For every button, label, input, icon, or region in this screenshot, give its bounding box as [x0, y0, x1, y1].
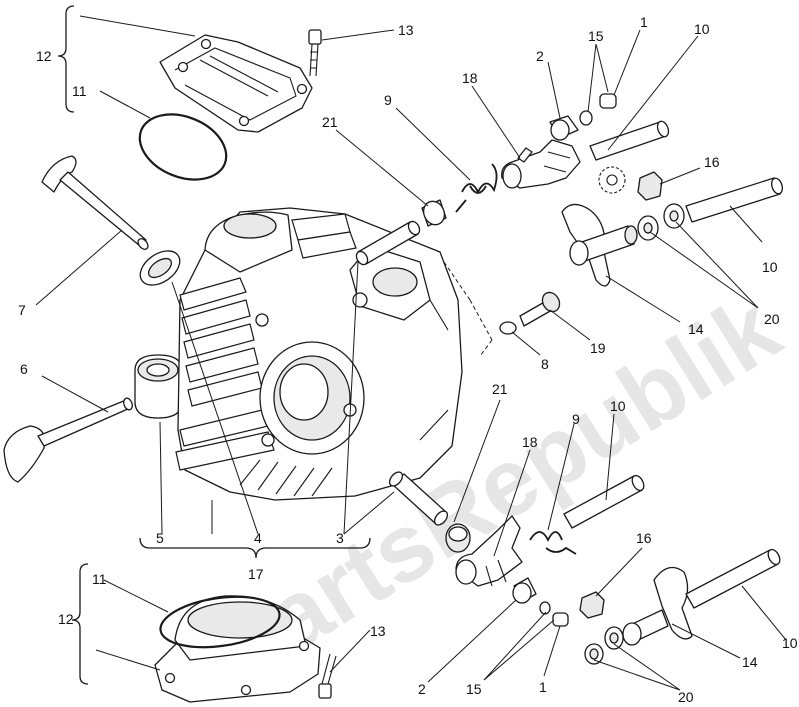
callout-10-b: 10: [762, 259, 778, 275]
clip-lower[interactable]: [539, 601, 551, 615]
callout-2-bot: 2: [418, 681, 426, 697]
valve-upper[interactable]: [41, 155, 150, 251]
callout-12-bot: 12: [58, 611, 74, 627]
rocker-arm-lower-2[interactable]: [622, 566, 693, 646]
callout-20-bot: 20: [678, 689, 694, 705]
leader-lines: [35, 15, 787, 691]
valve-lower[interactable]: [3, 397, 134, 483]
rocker-shaft-upper-2[interactable]: [685, 177, 784, 223]
callout-9-top: 9: [384, 92, 392, 108]
brace-12-top: [57, 5, 75, 113]
guide-tube-upper[interactable]: [354, 219, 422, 266]
callout-11-top: 11: [72, 83, 87, 99]
screw[interactable]: [519, 289, 563, 327]
callout-10-c: 10: [610, 398, 626, 414]
callout-16-top: 16: [704, 154, 720, 170]
callout-13-bot: 13: [370, 623, 386, 639]
callout-20-top: 20: [764, 311, 780, 327]
callout-21-bot: 21: [492, 381, 508, 397]
callout-10-a: 10: [694, 21, 710, 37]
brace-17: [139, 537, 371, 559]
spring-lower[interactable]: [529, 531, 577, 555]
callout-8: 8: [541, 356, 549, 372]
callout-13-top: 13: [398, 22, 414, 38]
callout-3: 3: [336, 530, 344, 546]
callout-4: 4: [254, 530, 262, 546]
rocker-arm-upper[interactable]: [501, 139, 581, 189]
brace-12-bottom: [71, 563, 89, 685]
callout-2-top: 2: [536, 48, 544, 64]
cylinder-head[interactable]: [175, 207, 463, 501]
callout-19: 19: [590, 340, 606, 356]
guide-tube-lower[interactable]: [387, 470, 450, 528]
callout-11-bot: 11: [92, 571, 107, 587]
nut-upper[interactable]: [637, 171, 663, 201]
rocker-arm-lower-upper-assembly[interactable]: [561, 203, 638, 287]
spring-upper[interactable]: [455, 163, 498, 213]
rocker-arm-lower[interactable]: [455, 515, 523, 587]
bushing-upper[interactable]: [549, 115, 579, 141]
callout-14-bot: 14: [742, 654, 758, 670]
shim-lower[interactable]: [552, 612, 569, 627]
bushing-lower[interactable]: [512, 577, 537, 604]
rocker-shaft-lower-1[interactable]: [563, 474, 646, 529]
callout-7: 7: [18, 302, 26, 318]
callout-14-top: 14: [688, 321, 704, 337]
callout-12-top: 12: [36, 48, 52, 64]
valve-seal-upper[interactable]: [134, 244, 186, 292]
callout-10-d: 10: [782, 635, 798, 651]
callout-9-bot: 9: [572, 411, 580, 427]
o-ring-bottom[interactable]: [157, 590, 283, 654]
valve-cover-top[interactable]: [159, 34, 313, 133]
callout-5: 5: [156, 530, 164, 546]
callout-18-top: 18: [462, 70, 478, 86]
o-ring-top[interactable]: [130, 102, 236, 191]
callout-6: 6: [20, 361, 28, 377]
shim-upper[interactable]: [599, 93, 617, 109]
washer-screw[interactable]: [499, 321, 517, 335]
callout-16-bot: 16: [636, 530, 652, 546]
clip-upper[interactable]: [579, 110, 593, 126]
bolt-top[interactable]: [308, 29, 322, 77]
callouts: 12 11 13 1 15 2 10 18 9 21 16 10 20 14 1…: [18, 14, 798, 705]
cap-upper[interactable]: [420, 198, 448, 228]
callout-15-bot: 15: [466, 681, 482, 697]
gear-icon: [598, 166, 626, 194]
callout-17: 17: [248, 566, 264, 582]
cap-lower[interactable]: [445, 523, 471, 553]
rocker-shaft-lower-2[interactable]: [685, 548, 782, 609]
callout-15-top: 15: [588, 28, 604, 44]
callout-1-top: 1: [640, 14, 648, 30]
valve-guide-seal[interactable]: [134, 354, 183, 419]
bolt-bottom[interactable]: [318, 653, 337, 699]
callout-18-bot: 18: [522, 434, 538, 450]
callout-21-top: 21: [322, 114, 338, 130]
nut-lower[interactable]: [579, 591, 605, 619]
callout-1-bot: 1: [539, 679, 547, 695]
rocker-shaft-upper-1[interactable]: [589, 120, 670, 161]
